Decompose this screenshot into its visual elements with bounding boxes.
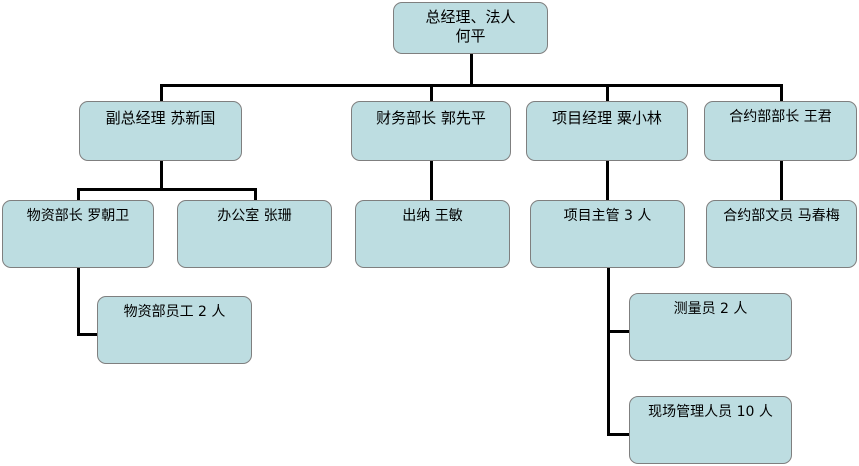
connector-n2-stem	[160, 161, 163, 191]
org-node-n1[interactable]: 总经理、法人 何平	[393, 2, 548, 54]
connector-drop-n5	[780, 84, 783, 101]
org-node-n6[interactable]: 物资部长 罗朝卫	[2, 200, 154, 268]
connector-n6-n11-horizontal	[77, 333, 97, 336]
connector-drop-n2	[160, 84, 163, 101]
connector-drop-n6	[77, 188, 80, 200]
org-node-label: 合约部文员 马春梅	[723, 208, 840, 224]
org-node-label: 办公室 张珊	[217, 208, 292, 224]
connector-n9-n13-horizontal	[607, 433, 629, 436]
connector-n4-n9	[606, 161, 609, 200]
org-node-label: 项目主管 3 人	[563, 208, 652, 224]
org-node-n4[interactable]: 项目经理 粟小林	[526, 101, 688, 161]
org-node-label: 总经理、法人 何平	[425, 8, 516, 46]
connector-n5-n10	[780, 161, 783, 200]
connector-drop-n3	[430, 84, 433, 101]
org-node-n13[interactable]: 现场管理人员 10 人	[629, 396, 792, 464]
connector-drop-n4	[606, 84, 609, 101]
org-node-label: 现场管理人员 10 人	[648, 404, 773, 420]
connector-level1-bus	[160, 84, 783, 87]
org-node-n9[interactable]: 项目主管 3 人	[530, 200, 685, 268]
org-node-n5[interactable]: 合约部部长 王君	[704, 101, 857, 161]
org-node-label: 物资部员工 2 人	[123, 304, 226, 320]
org-node-label: 物资部长 罗朝卫	[26, 208, 130, 224]
org-node-n10[interactable]: 合约部文员 马春梅	[706, 200, 857, 268]
org-node-label: 合约部部长 王君	[729, 109, 832, 125]
org-node-n2[interactable]: 副总经理 苏新国	[79, 101, 242, 161]
org-node-label: 测量员 2 人	[673, 301, 748, 317]
connector-root-stem	[470, 54, 473, 87]
org-node-n7[interactable]: 办公室 张珊	[177, 200, 332, 268]
org-node-label: 财务部长 郭先平	[376, 109, 486, 127]
org-node-label: 副总经理 苏新国	[105, 109, 216, 127]
org-node-n3[interactable]: 财务部长 郭先平	[351, 101, 511, 161]
connector-n3-n8	[430, 161, 433, 200]
org-node-label: 出纳 王敏	[402, 208, 463, 224]
org-node-label: 项目经理 粟小林	[552, 109, 662, 127]
connector-n9-trunk-vertical	[607, 268, 610, 436]
connector-n2-bus	[77, 188, 257, 191]
connector-drop-n7	[254, 188, 257, 200]
org-node-n12[interactable]: 测量员 2 人	[629, 293, 792, 361]
org-node-n8[interactable]: 出纳 王敏	[355, 200, 510, 268]
connector-n9-n12-horizontal	[607, 330, 629, 333]
org-node-n11[interactable]: 物资部员工 2 人	[97, 296, 252, 364]
connector-n6-n11-vertical	[77, 268, 80, 336]
